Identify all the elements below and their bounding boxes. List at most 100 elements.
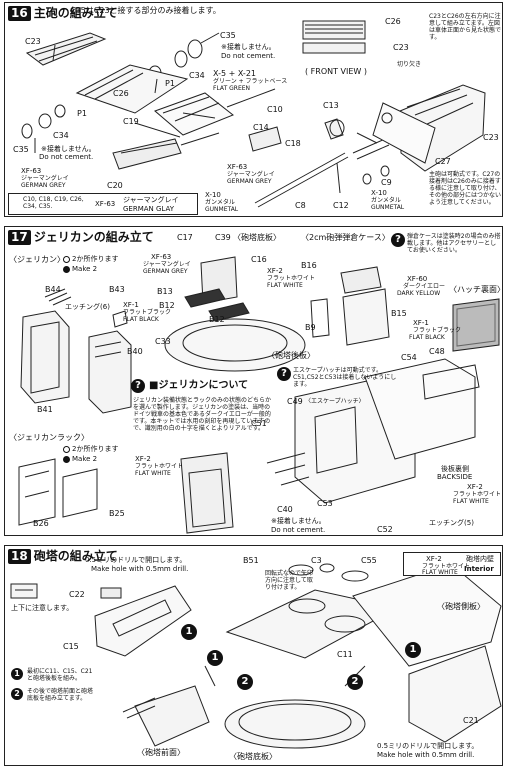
etching-label-2: エッチング(5) <box>429 519 474 527</box>
paint-xf2-en: FLAT WHITE <box>267 282 303 289</box>
label-c34: C34 <box>189 71 205 80</box>
interior-paint-box: XF-2 フラットホワイト FLAT WHITE 砲塔内壁 Interior <box>403 552 501 576</box>
question-icon: ? <box>131 379 145 393</box>
label-c26: C26 <box>113 89 129 98</box>
hatch-header: 〈ハッチ裏面〉 <box>449 285 505 294</box>
note-c35-c23: C35はC23と接する部分のみ接着します。 <box>70 6 221 15</box>
drill-top-jp: 0.5ミリのドリルで開口します。 <box>85 556 187 564</box>
paint-xf2-2: XF-2 <box>135 455 151 463</box>
paint-xf1-2-en: FLAT BLACK <box>409 334 445 341</box>
label-c23-right: C23 <box>483 133 499 142</box>
paint-xf63-2-en: GERMAN GREY <box>227 178 272 185</box>
label-b43: B43 <box>109 285 125 294</box>
label-b9: B9 <box>305 323 316 332</box>
legend-code: XF-63 <box>95 200 116 208</box>
paint-xf63: XF-63 <box>21 167 42 175</box>
paint-x10-2-jp: ガンメタル <box>371 197 401 204</box>
label-c22: C22 <box>69 590 85 599</box>
label-c17: C17 <box>177 233 193 242</box>
interior-jp: 砲塔内壁 <box>466 555 494 563</box>
label-c35: C35 <box>220 31 236 40</box>
paint-xf2: XF-2 <box>426 555 442 563</box>
legend-parts: C10, C18, C19, C26, C34, C35. <box>23 196 84 210</box>
info-text: ジェリカン装備状態とラックのみの状態のどちらかを選んで製作します。ジェリカンの塗… <box>133 397 272 432</box>
paint-xf2-3-en: FLAT WHITE <box>453 498 489 505</box>
label-c16: C16 <box>251 255 267 264</box>
note-movable-gun: 主砲は可動式です。C27の接着剤はC26のみに接着する様に注意して取り付け、その… <box>429 171 502 206</box>
paint-xf2-3-jp: フラットホワイト <box>453 491 502 498</box>
paint-xf63-jp: ジャーマングレイ <box>143 261 191 268</box>
label-b26: B26 <box>33 519 49 528</box>
step-number: 18 <box>8 549 31 564</box>
paint-x10-2-en: GUNMETAL <box>371 204 405 211</box>
step2-text: その後で砲塔前面と砲塔底板を組み立てます。 <box>27 688 94 702</box>
label-b15: B15 <box>391 309 407 318</box>
label-c33: C33 <box>155 337 171 346</box>
step-marker-1c: 1 <box>405 642 421 658</box>
label-c11: C11 <box>337 650 353 659</box>
paint-xf2-2-en: FLAT WHITE <box>135 470 171 477</box>
drill-bot-jp: 0.5ミリのドリルで開口します。 <box>377 742 479 750</box>
paint-xf63-2: XF-63 <box>227 163 248 171</box>
c49-note: 〈エスケープハッチ〉 <box>305 398 365 405</box>
paint-xf63-2-jp: ジャーマングレイ <box>227 171 275 178</box>
floor-header: 〈砲塔底板〉 <box>233 233 281 242</box>
paint-x10-jp: ガンメタル <box>205 199 235 206</box>
note-orientation: C23とC26の左右方向に注意して組み立てます。左図は車体正面から見た状態です。 <box>429 13 502 41</box>
step-title: 主砲の組み立て <box>33 6 118 20</box>
drill-bot-en: Make hole with 0.5mm drill. <box>377 751 475 759</box>
label-c52: C52 <box>377 525 393 534</box>
step2-marker: 2 <box>11 688 23 700</box>
drill-top-en: Make hole with 0.5mm drill. <box>91 565 189 573</box>
paint-xf1: XF-1 <box>123 301 139 309</box>
paint-x10-2: X-10 <box>371 189 387 197</box>
jerrycan-header: 〈ジェリカン〉 <box>9 255 65 264</box>
paint-xf2-3: XF-2 <box>467 483 483 491</box>
label-c10: C10 <box>267 105 283 114</box>
paint-xf60-jp: ダークイエロー <box>403 283 445 290</box>
label-c34-2: C34 <box>53 131 69 140</box>
label-c23: C23 <box>25 37 41 46</box>
interior-en: Interior <box>464 565 494 573</box>
label-c13: C13 <box>323 101 339 110</box>
step-marker-1b: 1 <box>207 650 223 666</box>
legend-jp: ジャーマングレイ <box>123 196 179 204</box>
label-c49: C49 <box>287 397 303 406</box>
c22-note: 上下に注意します。 <box>11 604 74 612</box>
c35b-note-en: Do not cement. <box>39 153 94 161</box>
jerrycan-make2-en: Make 2 <box>63 265 97 273</box>
paint-xf1-jp: フラットブラック <box>123 309 172 316</box>
step-number: 16 <box>8 6 31 21</box>
label-c26-front: C26 <box>385 17 401 26</box>
paint-xf1-en: FLAT BLACK <box>123 316 159 323</box>
label-c12: C12 <box>333 201 349 210</box>
label-c14: C14 <box>253 123 269 132</box>
label-b44: B44 <box>45 285 61 294</box>
step-18-header: 18 砲塔の組み立て <box>8 549 118 564</box>
main-gun-illustration <box>21 20 486 208</box>
label-b40: B40 <box>127 347 143 356</box>
rear-header: 〈砲塔後板〉 <box>267 351 315 360</box>
label-c21: C21 <box>463 716 479 725</box>
step-16-main-gun-assembly: 16 主砲の組み立て <box>4 2 503 217</box>
label-b25: B25 <box>109 509 125 518</box>
legend-box: C10, C18, C19, C26, C34, C35. XF-63 ジャーマ… <box>8 193 198 215</box>
paint-xf2-2-jp: フラットホワイト <box>135 463 184 470</box>
legend-en: GERMAN GLAY <box>123 205 175 213</box>
paint-x5-jp: グリーン + フラットベース <box>213 78 288 85</box>
label-p1-2: P1 <box>77 109 87 118</box>
paint-xf1-2: XF-1 <box>413 319 429 327</box>
turret-illustration <box>10 563 502 749</box>
label-b16: B16 <box>301 261 317 270</box>
step1-text: 最初にC11、C15、C21と砲塔後板を組み。 <box>27 668 93 682</box>
step-17-header: 17 ジェリカンの組み立て <box>8 230 154 245</box>
paint-xf2: XF-2 <box>267 267 283 275</box>
label-c3: C3 <box>311 556 322 565</box>
rack-header: 〈ジェリカンラック〉 <box>9 433 89 442</box>
paint-xf60: XF-60 <box>407 275 428 283</box>
step-marker-2b: 2 <box>347 674 363 690</box>
cut-label: 切り欠き <box>397 61 422 68</box>
label-c19: C19 <box>123 117 139 126</box>
label-c15: C15 <box>63 642 79 651</box>
info-icon: ? <box>391 233 405 247</box>
